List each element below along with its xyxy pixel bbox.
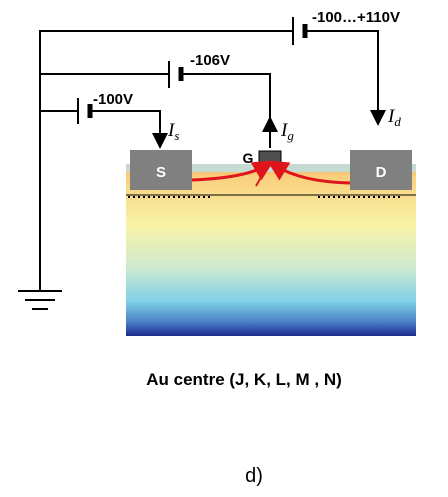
left-carrier-flow-arrow [191,160,275,182]
source-current-label: Is [167,120,179,143]
source-label: S [156,164,166,181]
circuit-wires [39,30,379,290]
red-field-line [255,165,267,187]
panel-label: d) [245,465,263,487]
diagram-caption: Au centre (J, K, L, M , N) [146,370,342,389]
middle-voltage-label: -106V [190,52,230,69]
bottom-voltage-label: -100V [93,91,133,108]
middle-battery [168,61,184,88]
drain-electrode [350,150,412,190]
source-electrode [130,150,192,190]
substrate [126,164,416,336]
top-voltage-label: -100…+110V [312,9,400,26]
top-battery [292,17,308,45]
drain-label: D [376,164,387,181]
gate-current-label: Ig [280,120,294,143]
ground-icon [18,290,62,310]
gate-electrode [258,150,282,167]
drain-current-label: Id [387,106,401,129]
gate-label: G [243,150,254,166]
bottom-battery [77,98,93,124]
right-carrier-flow-arrow [267,160,351,185]
